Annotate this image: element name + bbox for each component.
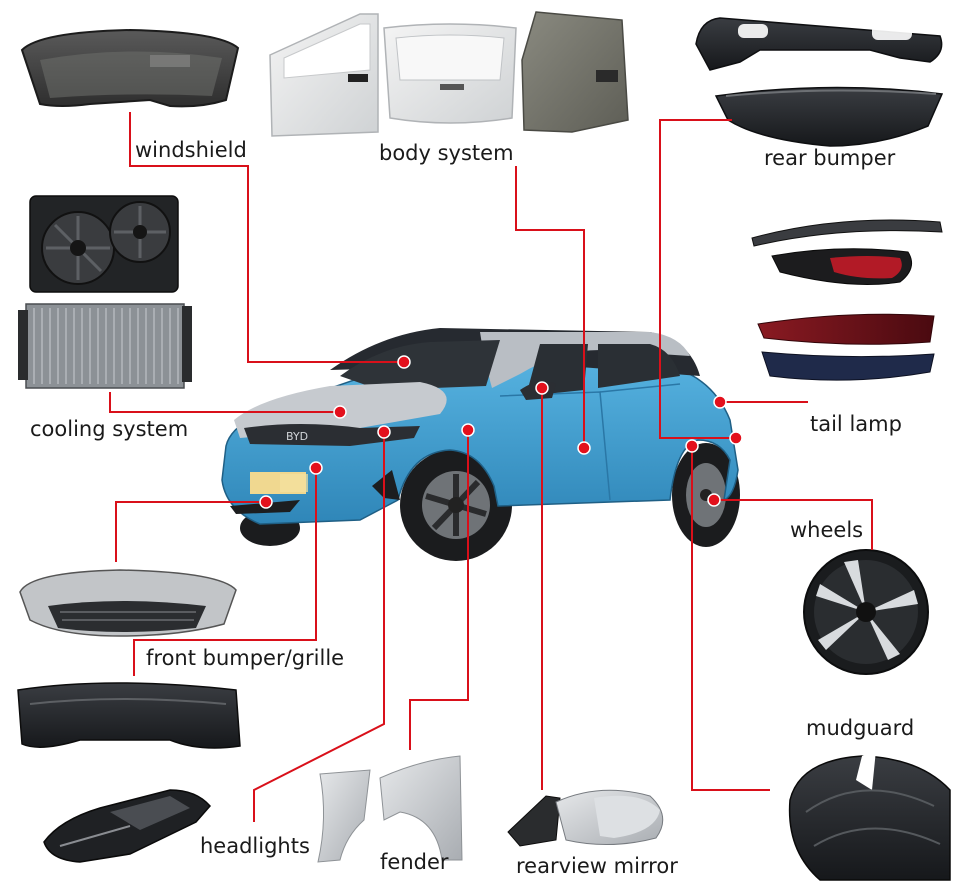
leader-lines [109,112,873,822]
car-door-icon [269,11,629,137]
rear-bumper-leader-line [659,119,736,439]
mudguard-leader-line [691,446,770,791]
tail-lamp-label: tail lamp [810,412,902,436]
windshield-label: windshield [135,138,247,162]
mudguard-dot [685,439,699,453]
tail-lamp-dot [713,395,727,409]
fender-dot [461,423,475,437]
wheels-label: wheels [790,518,864,542]
rear-bumper-label: rear bumper [764,146,896,170]
headlights-dot [377,425,391,439]
rearview-mirror-label: rearview mirror [516,854,678,878]
front-bumper-grille-leader-line [115,501,266,562]
body-system-dot [577,441,591,455]
headlights-label: headlights [200,834,310,858]
body-system-leader-line [515,166,585,448]
central-car: BYD [221,328,740,561]
fender-leader-line [409,430,469,750]
tail-lamp-icon [751,219,943,381]
fender-label: fender [380,850,449,874]
front-bumper-grille-lower-dot [309,461,323,475]
headlight-icon [43,789,211,863]
leader-dots [259,355,743,509]
wheels-leader-line [714,499,873,550]
windshield-leader-line [129,112,404,363]
rear-bumper-icon [695,17,944,147]
side-mirror-icon [507,789,664,847]
cooling-system-leader-line [109,392,340,413]
front-bumper-grille-dot [259,495,273,509]
cooling-system-label: cooling system [30,417,189,441]
wheels-dot [707,493,721,507]
front-grille-icon [17,569,241,749]
car-badge: BYD [286,430,308,443]
rearview-mirror-dot [535,381,549,395]
front-bumper-grille-label: front bumper/grille [146,646,345,670]
headlights-leader-line [253,432,385,822]
body-system-label: body system [379,141,514,165]
rear-bumper-dot [729,431,743,445]
front-bumper-grille-lower-leader-line [133,468,317,676]
wheel-liner-icon [788,750,951,881]
fender-panel-icon [317,755,463,863]
alloy-wheel-icon [803,549,929,675]
mudguard-label: mudguard [806,716,915,740]
windshield-dot [397,355,411,369]
cooling-system-dot [333,405,347,419]
windshield-glass-icon [20,28,240,108]
radiator-fan-icon [18,195,192,389]
